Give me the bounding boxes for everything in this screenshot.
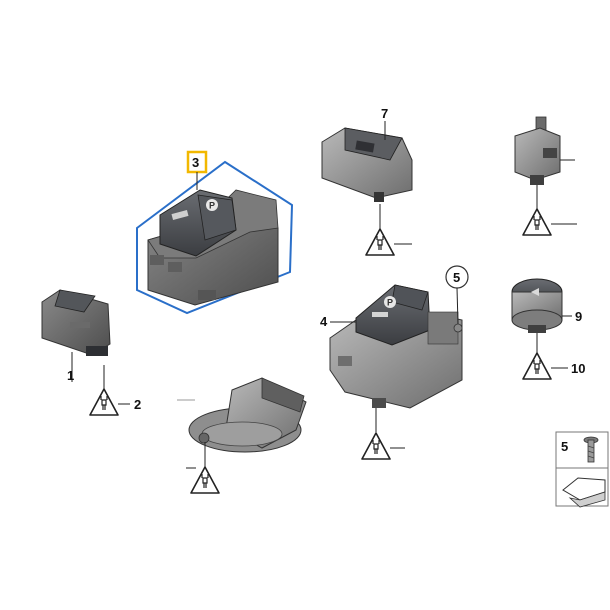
- electric-connection-warning-icon: [89, 388, 119, 416]
- electric-connection-warning-icon: [522, 208, 552, 236]
- electric-connection-warning-icon: [361, 432, 391, 460]
- svg-text:P: P: [209, 201, 215, 211]
- part-9-round-button: [511, 278, 563, 333]
- screw-icon: [583, 436, 599, 463]
- callout-5: 5: [453, 270, 460, 285]
- part-3-parking-brake-switch: P: [147, 189, 279, 306]
- svg-text:P: P: [387, 298, 393, 308]
- electric-connection-warning-icon: [522, 352, 552, 380]
- callout-3: 3: [192, 155, 199, 170]
- callout-10: 10: [571, 361, 585, 376]
- part-7-switch-module: [321, 127, 413, 202]
- legend-number: 5: [561, 439, 568, 454]
- legend-arrow-icon: [562, 477, 606, 508]
- electric-connection-warning-icon: [190, 466, 220, 494]
- parking-brake-p-symbol: [206, 199, 218, 211]
- callout-4: 4: [320, 314, 328, 329]
- callout-2: 2: [134, 397, 141, 412]
- part-small-connector-top-right: [514, 116, 561, 185]
- highlight-outline: [136, 160, 294, 315]
- part-trim-bezel: [188, 377, 307, 453]
- callout-9: 9: [575, 309, 582, 324]
- electric-connection-warning-icon: [365, 228, 395, 256]
- callout-1: 1: [67, 368, 74, 383]
- part-1-small-switch: [41, 289, 111, 356]
- callout-7: 7: [381, 106, 388, 121]
- part-4-parking-brake-module: P: [329, 284, 463, 409]
